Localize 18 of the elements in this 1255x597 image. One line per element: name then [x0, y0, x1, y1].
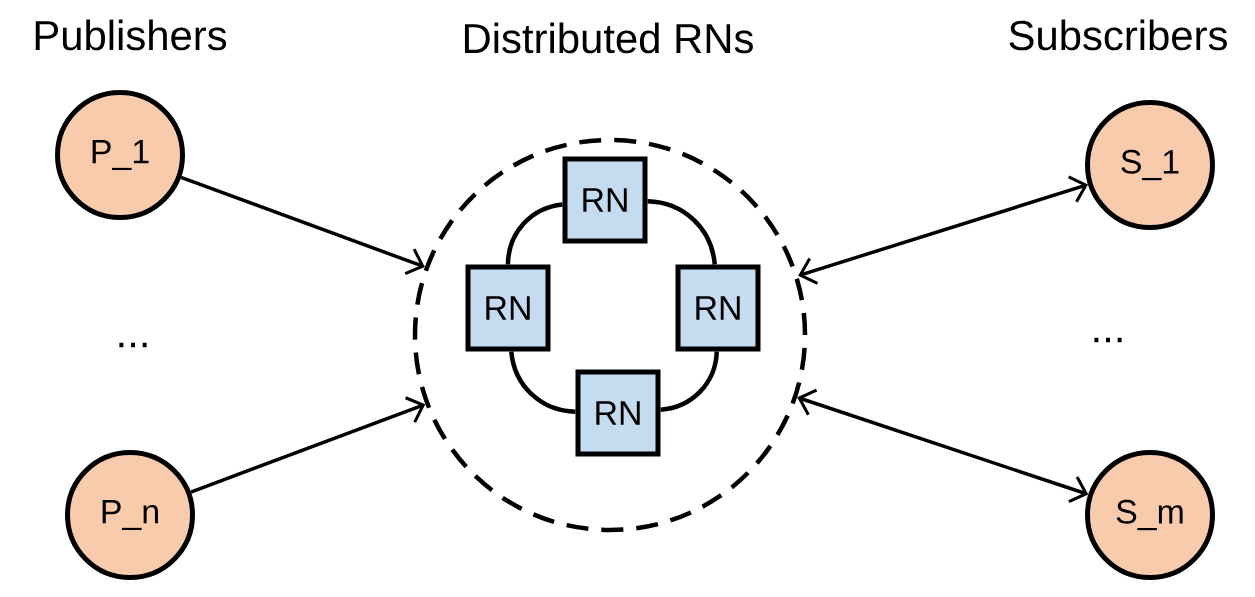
ring-arc	[660, 351, 720, 412]
dashed-circle	[412, 137, 808, 533]
dots: ...	[119, 342, 147, 348]
relay-node-box: RN	[562, 156, 648, 244]
dots: ...	[1094, 337, 1122, 343]
group-heading: Distributed RNs	[464, 22, 753, 54]
ring-arc	[509, 351, 576, 414]
arrow	[797, 388, 1089, 503]
relay-node-box: RN	[465, 264, 551, 352]
ring-arc	[505, 202, 563, 265]
ring-arc	[647, 199, 717, 265]
arrow	[180, 175, 425, 275]
group-heading: Publishers	[35, 19, 227, 51]
arrow	[190, 396, 426, 494]
relay-node-box: RN	[675, 264, 761, 352]
arrow	[798, 175, 1088, 285]
group-heading: Subscribers	[1009, 19, 1227, 51]
relay-node-box: RN	[575, 369, 661, 457]
